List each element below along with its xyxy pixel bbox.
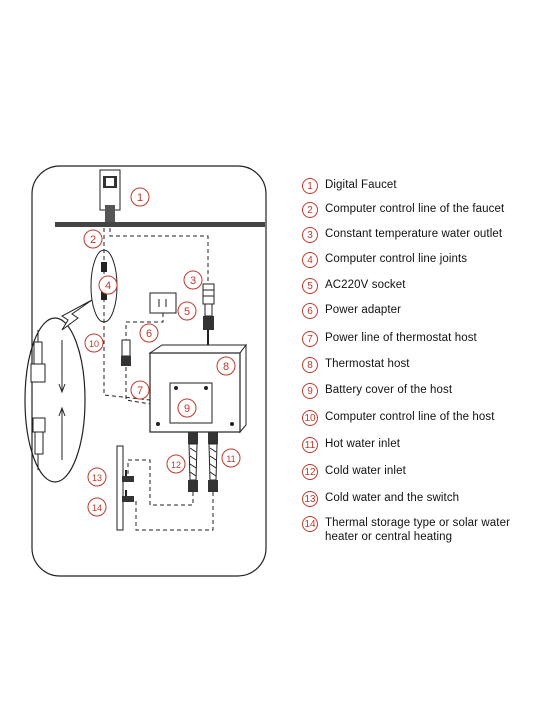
legend-label: AC220V socket	[325, 279, 406, 291]
legend-item: 10 Computer control line of the host	[302, 410, 495, 426]
legend-label: Thermostat host	[325, 358, 410, 370]
legend-item: 2 Computer control line of the faucet	[302, 202, 504, 218]
callout-9: 9	[177, 398, 197, 418]
callout-3-label: 3	[190, 275, 196, 287]
legend-number: 5	[302, 278, 318, 294]
callout-12-label: 12	[171, 460, 181, 470]
legend-number: 9	[302, 383, 318, 399]
hot-water-pipe	[208, 432, 218, 492]
wall-plate	[116, 445, 124, 531]
legend-label: Hot water inlet	[325, 438, 401, 450]
callout-14: 14	[87, 497, 107, 517]
control-line-down	[103, 228, 151, 401]
legend-item: 4 Computer control line joints	[302, 252, 467, 268]
callout-4-label: 4	[105, 280, 111, 292]
faucet-control-line	[109, 228, 209, 285]
legend-number: 13	[302, 491, 318, 507]
adapter-line	[125, 313, 164, 405]
callout-13-label: 13	[92, 473, 102, 483]
legend-label: Constant temperature water outlet	[325, 228, 503, 240]
legend-item: 1 Digital Faucet	[302, 178, 397, 194]
installation-diagram: 1 2 3 4 5 6 7 8 9 10 11 12 13 14	[24, 165, 267, 577]
legend-number: 1	[302, 178, 318, 194]
callout-14-label: 14	[92, 503, 102, 513]
legend-number: 8	[302, 357, 318, 373]
legend-label: Computer control line joints	[325, 253, 468, 265]
legend-item: 14 Thermal storage type or solar water he…	[302, 516, 537, 544]
callout-4: 4	[98, 275, 118, 295]
legend-item: 12 Cold water inlet	[302, 464, 406, 480]
legend-label: Cold water inlet	[325, 465, 406, 477]
legend-number: 7	[302, 331, 318, 347]
legend-item: 3 Constant temperature water outlet	[302, 227, 502, 243]
legend-number: 6	[302, 303, 318, 319]
legend-item: 9 Battery cover of the host	[302, 383, 452, 399]
callout-11: 11	[221, 448, 241, 468]
legend-item: 11 Hot water inlet	[302, 437, 400, 453]
callout-13: 13	[87, 467, 107, 487]
callout-2-label: 2	[90, 234, 96, 246]
callout-7-label: 7	[137, 385, 143, 397]
legend-label: Thermal storage type or solar water heat…	[325, 517, 511, 543]
callout-5: 5	[177, 301, 197, 321]
callout-11-label: 11	[226, 454, 235, 464]
countertop	[55, 222, 265, 227]
callout-10: 10	[84, 333, 104, 353]
callout-6: 6	[139, 323, 159, 343]
callout-1-label: 1	[137, 192, 143, 204]
legend-item: 6 Power adapter	[302, 303, 401, 319]
callout-9-label: 9	[184, 403, 190, 415]
thermostat-host	[148, 343, 247, 434]
callout-2: 2	[83, 229, 103, 249]
callout-8-label: 8	[223, 361, 229, 373]
digital-faucet	[99, 169, 121, 225]
callout-10-label: 10	[89, 339, 99, 349]
legend-number: 12	[302, 464, 318, 480]
callout-12: 12	[166, 454, 186, 474]
magnify-arrow	[61, 299, 93, 331]
legend-number: 10	[302, 410, 318, 426]
legend-label: Computer control line of the host	[325, 411, 495, 423]
legend-label: Cold water and the switch	[325, 492, 460, 504]
legend-number: 3	[302, 227, 318, 243]
callout-5-label: 5	[184, 306, 190, 318]
legend-label: Power adapter	[325, 304, 402, 316]
callout-3: 3	[183, 270, 203, 290]
magnified-inset	[24, 317, 86, 483]
legend-label: Power line of thermostat host	[325, 332, 477, 344]
legend-item: 8 Thermostat host	[302, 357, 410, 373]
legend-number: 11	[302, 437, 318, 453]
legend-number: 14	[302, 516, 318, 532]
legend-number: 4	[302, 252, 318, 268]
hot-supply-line	[135, 492, 214, 531]
callout-7: 7	[130, 380, 150, 400]
cold-water-pipe	[188, 432, 198, 492]
outlet-connector	[202, 283, 215, 346]
callout-8: 8	[216, 356, 236, 376]
ac-socket	[149, 292, 177, 314]
legend-label: Digital Faucet	[325, 179, 397, 191]
battery-cover	[169, 382, 213, 424]
legend-item: 13 Cold water and the switch	[302, 491, 459, 507]
legend-item: 7 Power line of thermostat host	[302, 331, 477, 347]
callout-6-label: 6	[146, 328, 152, 340]
legend-item: 5 AC220V socket	[302, 278, 406, 294]
legend-label: Computer control line of the faucet	[325, 203, 505, 215]
legend-label: Battery cover of the host	[325, 384, 453, 396]
callout-1: 1	[130, 187, 150, 207]
cold-supply-line	[127, 459, 194, 506]
legend-number: 2	[302, 202, 318, 218]
